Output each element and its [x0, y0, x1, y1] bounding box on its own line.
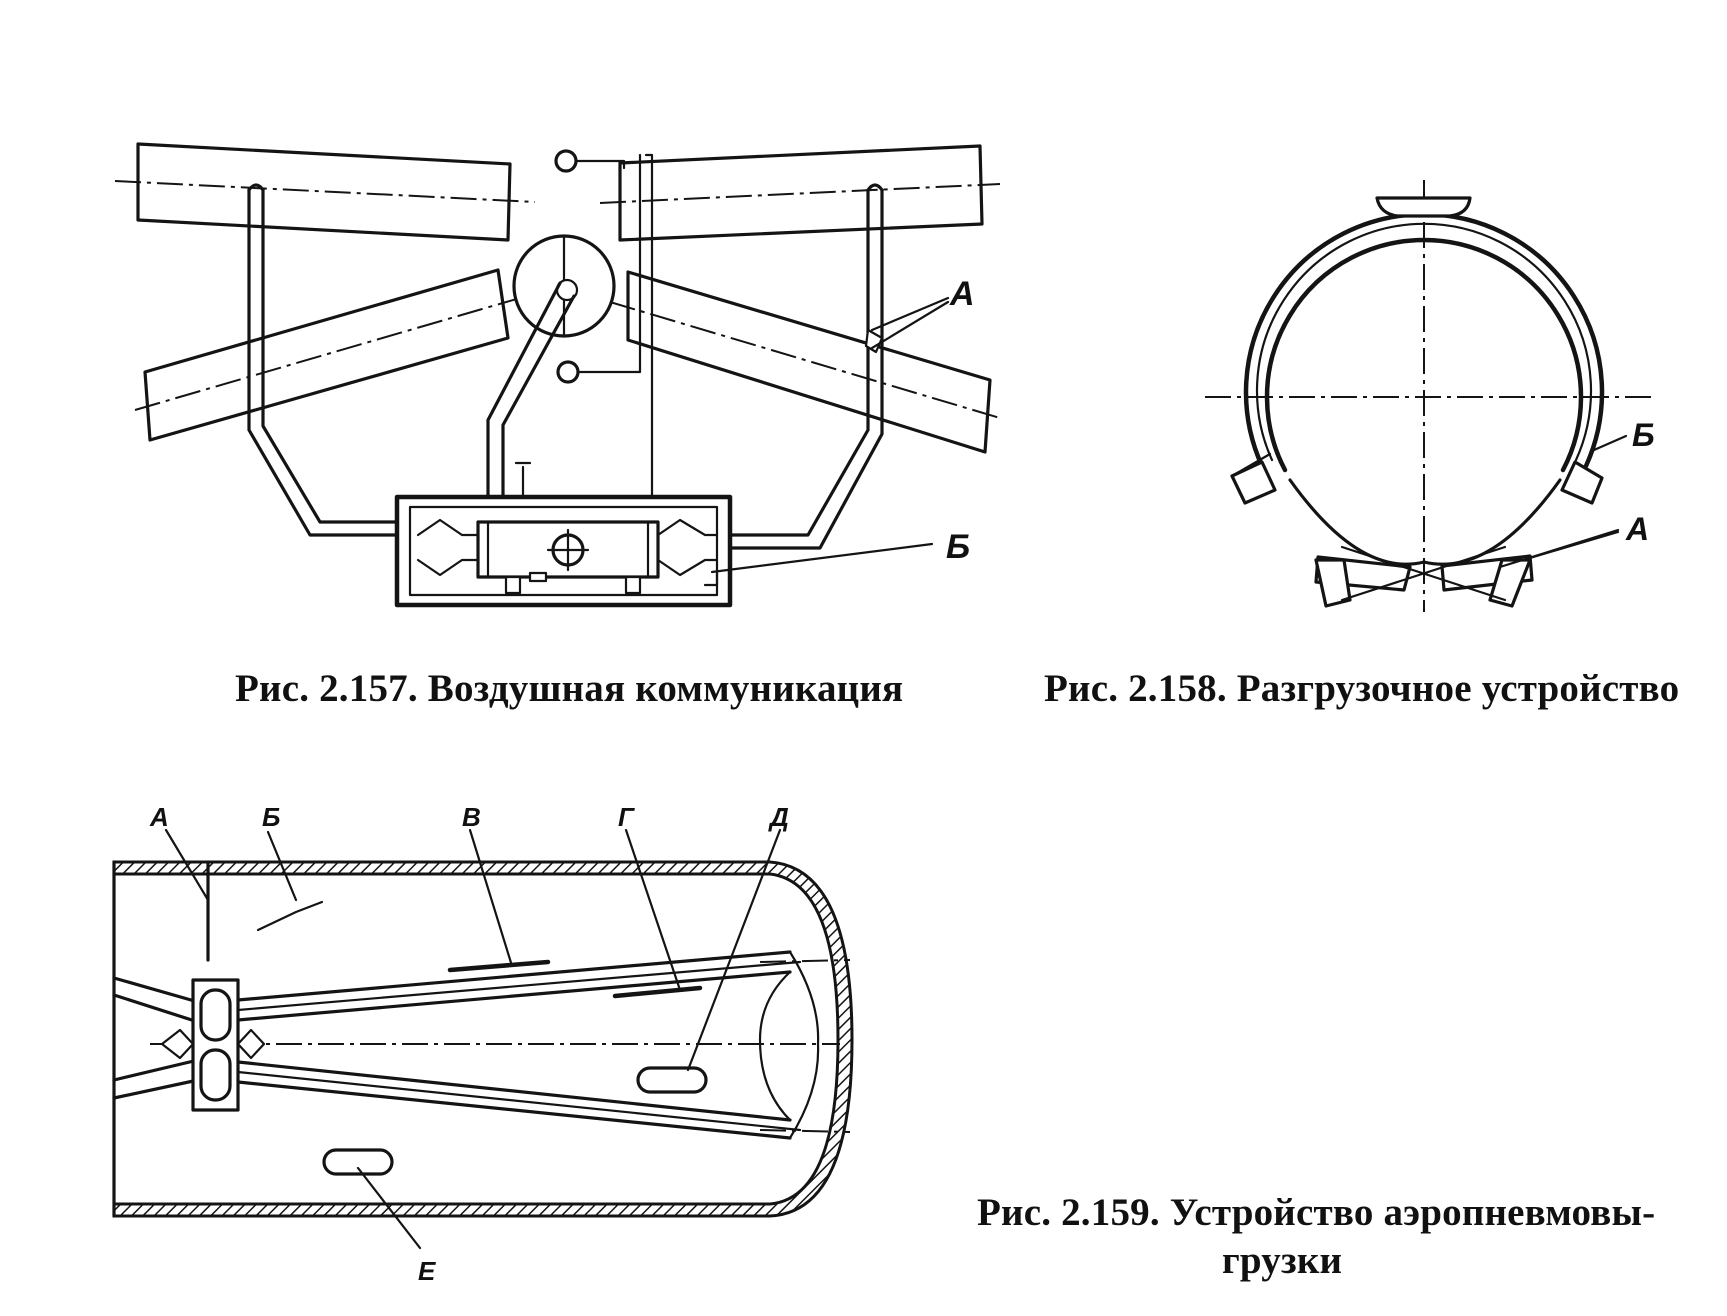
fig158-label-a: А: [1498, 511, 1649, 569]
fig157-drawing: А Б: [114, 142, 1001, 608]
fig157-label-b-text: Б: [946, 528, 970, 566]
fig159-caption-line2: грузки: [1222, 1239, 1343, 1282]
fig157-linkage-rods: [486, 149, 654, 499]
fig159-label-d: Д: [686, 802, 789, 1072]
fig158-bottom-nozzles: [1314, 545, 1534, 608]
fig158-ring: [1205, 180, 1655, 612]
fig158-drawing: Б А: [1205, 180, 1655, 612]
fig159-manifold: [160, 978, 266, 1112]
fig157-upper-left-beam: [114, 142, 536, 242]
fig159-label-v: В: [462, 802, 514, 968]
fig159-label-b-text: Б: [262, 802, 280, 832]
fig159-slots: [322, 1066, 708, 1176]
fig157-lower-left-beam: [134, 268, 521, 442]
fig159-label-g: Г: [618, 802, 682, 992]
fig158-label-b: Б: [1592, 417, 1655, 453]
fig158-top-hatch: [1375, 196, 1472, 218]
fig159-label-e: Е: [356, 1166, 436, 1286]
fig158-caption: Рис. 2.158. Разгрузочное устройство: [1044, 667, 1680, 710]
fig157-right-pipe: [718, 183, 884, 550]
fig157-caption: Рис. 2.157. Воздушная коммуникация: [235, 667, 904, 710]
fig159-strips: [447, 959, 703, 999]
fig159-label-d-text: Д: [768, 802, 789, 832]
fig158-label-b-text: Б: [1632, 417, 1655, 453]
fig159-label-e-text: Е: [418, 1256, 436, 1286]
fig157-label-a: А: [870, 275, 975, 350]
fig159-drawing: А Б В Г Д Е: [112, 802, 854, 1286]
fig157-label-a-text: А: [949, 275, 975, 313]
fig157-lower-right-beam: [609, 270, 1001, 454]
fig159-label-v-text: В: [462, 802, 481, 832]
fig159-shell: [112, 860, 854, 1218]
fig159-label-g-text: Г: [618, 802, 635, 832]
fig157-upper-right-beam: [599, 144, 1001, 242]
fig157-central-disc: [512, 234, 616, 338]
fig159-caption-line1: Рис. 2.159. Устройство аэропневмовы-: [977, 1191, 1656, 1234]
fig157-valve-box: [394, 461, 733, 608]
fig157-left-pipe: [247, 183, 402, 537]
fig158-label-a-text: А: [1625, 511, 1649, 547]
fig158-side-nozzles: [1230, 452, 1604, 505]
fig159-label-a-text: А: [149, 802, 169, 832]
fig159-label-a: А: [149, 802, 210, 962]
fig159-label-b: Б: [256, 802, 324, 932]
fig157-label-b: Б: [710, 528, 970, 574]
